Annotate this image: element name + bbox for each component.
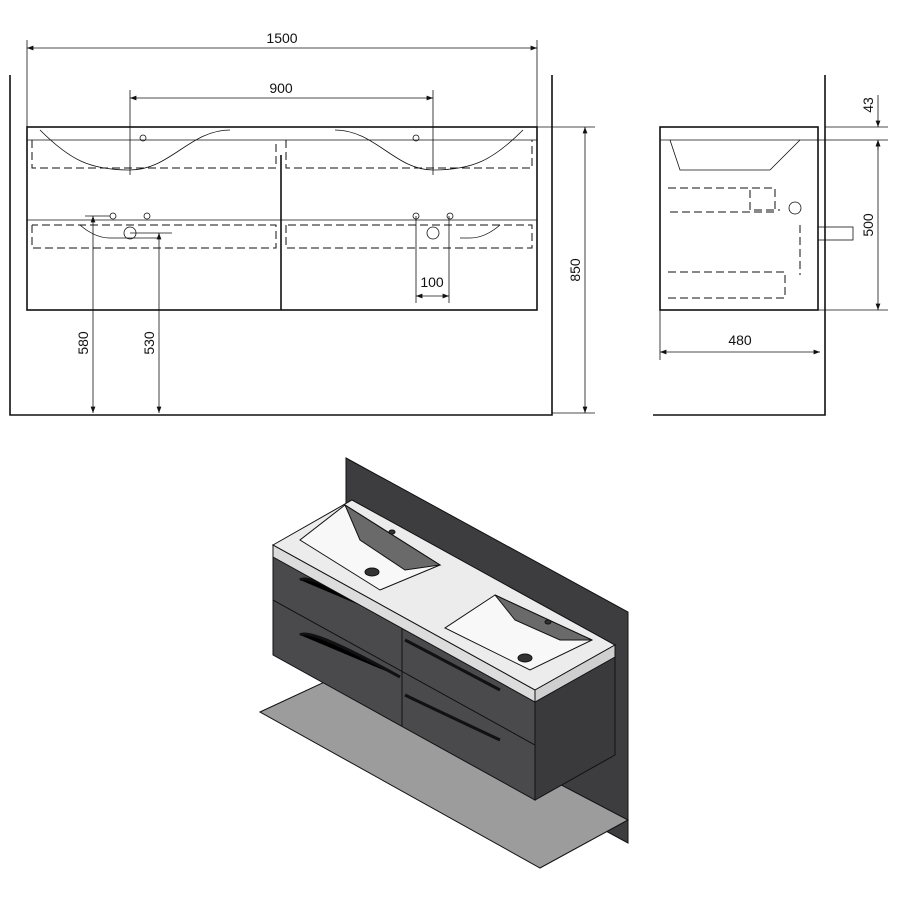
dim-tap-spacing: 900 — [269, 80, 293, 96]
dim-basin-thickness: 43 — [860, 97, 876, 113]
cabinet-side — [659, 126, 819, 311]
cabinet-front — [26, 126, 538, 311]
dim-waste-offset: 100 — [420, 274, 444, 290]
dim-depth: 480 — [728, 332, 752, 348]
front-view — [9, 75, 553, 416]
dim-waste-height-2: 530 — [141, 331, 157, 355]
wall-outline — [9, 75, 553, 416]
basin-right-profile — [334, 129, 524, 171]
basin-left-profile — [39, 129, 231, 171]
floor-plate — [258, 671, 630, 869]
side-view — [653, 75, 854, 416]
isometric-view — [258, 457, 630, 869]
dim-waste-height-1: 580 — [75, 331, 91, 355]
dim-cabinet-height: 500 — [860, 213, 876, 237]
dim-total-width: 1500 — [266, 30, 297, 46]
dim-total-height: 850 — [567, 258, 583, 282]
front-dimensions: 1500 900 850 580 530 100 — [26, 30, 595, 414]
side-dimensions: 43 500 480 — [659, 95, 888, 360]
